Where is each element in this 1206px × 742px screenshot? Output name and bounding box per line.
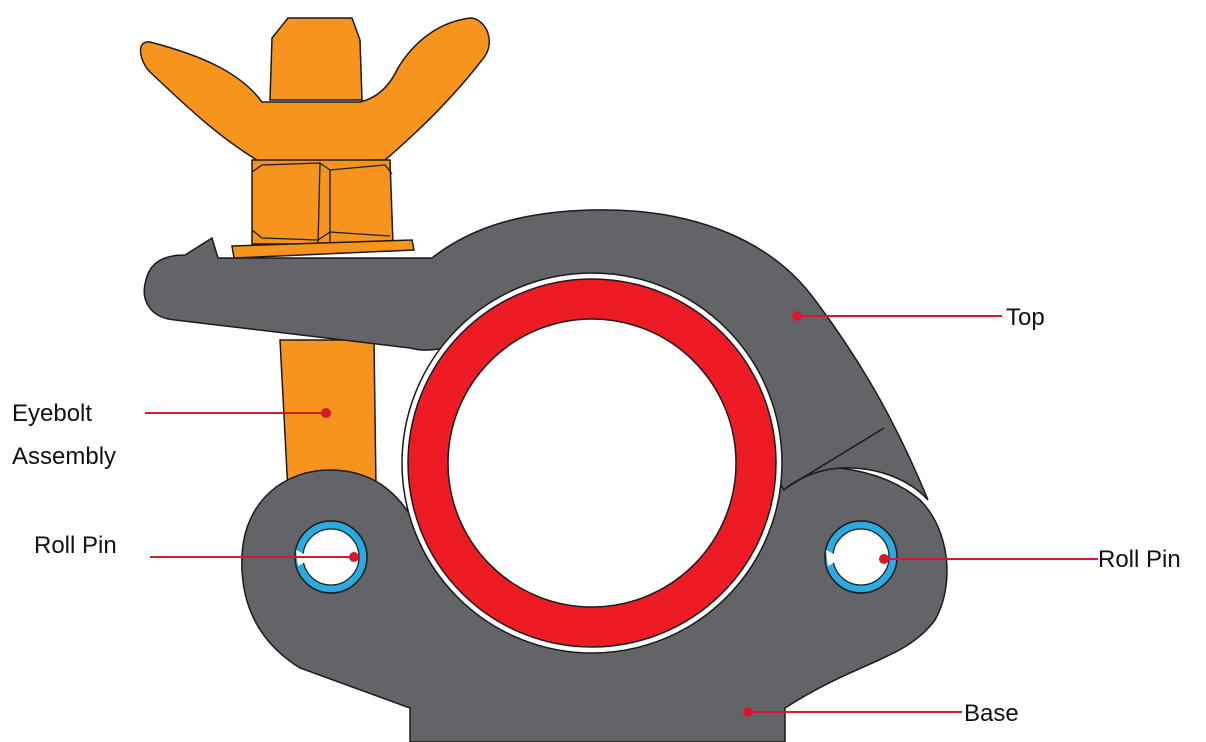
clamp-parting-line <box>785 427 885 489</box>
label-top: Top <box>1006 304 1045 331</box>
callout-base <box>743 707 962 717</box>
wing-nut-top <box>269 17 363 101</box>
callout-top <box>792 311 1002 321</box>
hex-nut-faces <box>251 162 393 245</box>
washer <box>231 239 415 259</box>
pipe-bore <box>447 318 737 608</box>
callout-roll-pin-left <box>150 552 359 562</box>
hex-nut <box>251 159 394 245</box>
label-eyebolt-line2: Assembly <box>12 443 116 470</box>
clamp-top <box>143 209 929 501</box>
label-eyebolt-line1: Eyebolt <box>12 400 92 427</box>
label-roll-pin-left: Roll Pin <box>34 532 117 559</box>
label-base: Base <box>964 700 1019 727</box>
callout-roll-pin-right <box>879 554 1098 564</box>
roll-pin-right <box>824 520 898 594</box>
label-roll-pin-right: Roll Pin <box>1098 546 1181 573</box>
callout-eyebolt <box>145 408 331 418</box>
wing-nut <box>139 17 491 163</box>
